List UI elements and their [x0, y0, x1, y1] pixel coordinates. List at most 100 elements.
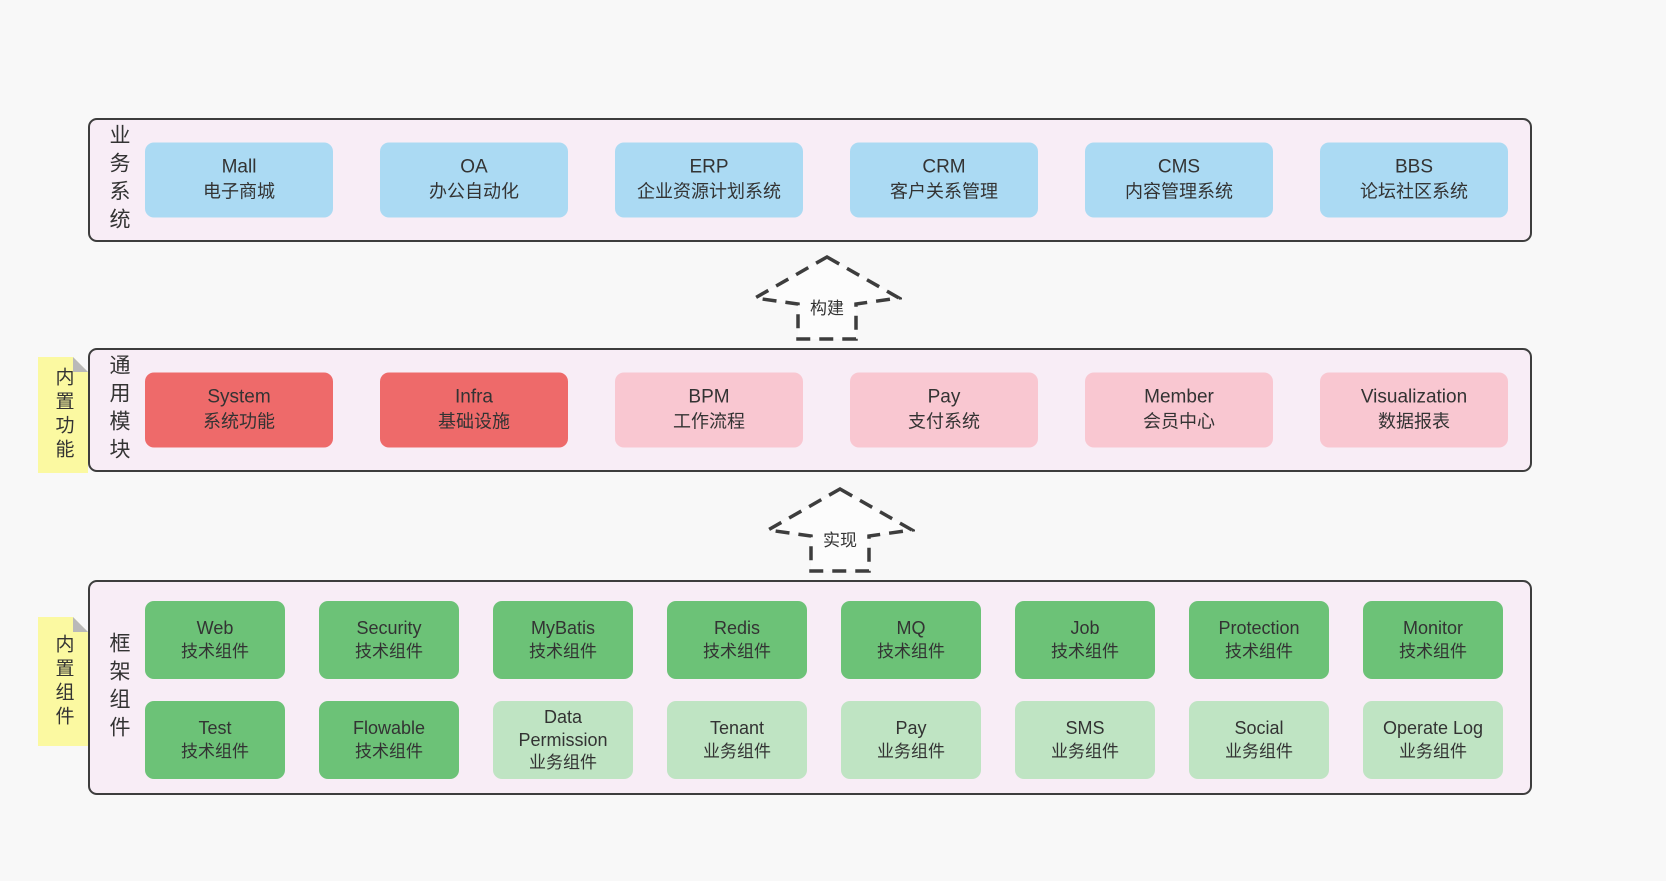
- box-subtitle: 业务组件: [1399, 741, 1467, 761]
- box-member: Member 会员中心: [1085, 372, 1273, 448]
- box-title: Test: [198, 718, 232, 739]
- box-web: Web 技术组件: [145, 601, 285, 679]
- components-box-grid: Web 技术组件 Security 技术组件 MyBatis 技术组件 Redi…: [145, 601, 1503, 779]
- box-redis: Redis 技术组件: [667, 601, 807, 679]
- implement-arrow: 实现: [765, 486, 915, 574]
- box-subtitle: 技术组件: [529, 641, 597, 661]
- box-title: MQ: [896, 618, 926, 639]
- box-title: OA: [460, 156, 488, 178]
- box-title: Web: [196, 618, 234, 639]
- box-title: Monitor: [1402, 618, 1464, 639]
- box-subtitle: 电子商城: [203, 181, 275, 202]
- box-subtitle: 技术组件: [181, 641, 249, 661]
- modules-box-grid: System 系统功能 Infra 基础设施 BPM 工作流程 Pay 支付系统…: [145, 372, 1508, 448]
- box-title: Social: [1234, 718, 1284, 739]
- box-title: Visualization: [1360, 386, 1468, 408]
- box-monitor: Monitor 技术组件: [1363, 601, 1503, 679]
- box-title: Flowable: [352, 718, 426, 739]
- box-subtitle: 技术组件: [1225, 641, 1293, 661]
- box-title: BBS: [1394, 156, 1434, 178]
- band-label-business: 业务系统: [107, 124, 130, 236]
- box-title: Protection: [1218, 618, 1300, 639]
- box-subtitle: 技术组件: [703, 641, 771, 661]
- box-title: MyBatis: [530, 618, 595, 639]
- box-title: Job: [1070, 618, 1100, 639]
- box-social: Social 业务组件: [1189, 701, 1329, 779]
- band-label-modules: 通用模块: [107, 354, 130, 466]
- box-subtitle: 业务组件: [1051, 741, 1119, 761]
- box-mall: Mall 电子商城: [145, 142, 333, 218]
- box-subtitle: 企业资源计划系统: [637, 181, 781, 202]
- box-subtitle: 客户关系管理: [890, 181, 998, 202]
- box-infra: Infra 基础设施: [380, 372, 568, 448]
- box-system: System 系统功能: [145, 372, 333, 448]
- box-title: Redis: [713, 618, 761, 639]
- sticky-label: 内置功能: [52, 367, 74, 463]
- up-arrow-icon: 构建: [752, 254, 902, 341]
- band-label-components: 框架组件: [107, 631, 130, 744]
- box-pay-component: Pay 业务组件: [841, 701, 981, 779]
- box-data-permission: Data Permission 业务组件: [493, 701, 633, 779]
- box-oa: OA 办公自动化: [380, 142, 568, 218]
- box-title: Tenant: [709, 718, 765, 739]
- box-subtitle: 技术组件: [355, 741, 423, 761]
- box-subtitle: 技术组件: [1399, 641, 1467, 661]
- box-title: Member: [1144, 386, 1214, 408]
- box-subtitle: 基础设施: [438, 411, 510, 432]
- box-title: Mall: [221, 156, 257, 178]
- box-subtitle: 数据报表: [1378, 411, 1450, 432]
- box-title: ERP: [689, 156, 729, 178]
- box-title: Operate Log: [1382, 718, 1484, 739]
- box-subtitle: 会员中心: [1143, 411, 1215, 432]
- box-mq: MQ 技术组件: [841, 601, 981, 679]
- box-test: Test 技术组件: [145, 701, 285, 779]
- box-mybatis: MyBatis 技术组件: [493, 601, 633, 679]
- box-subtitle: 技术组件: [1051, 641, 1119, 661]
- business-box-grid: Mall 电子商城 OA 办公自动化 ERP 企业资源计划系统 CRM 客户关系…: [145, 142, 1508, 218]
- box-visualization: Visualization 数据报表: [1320, 372, 1508, 448]
- box-bpm: BPM 工作流程: [615, 372, 803, 448]
- box-job: Job 技术组件: [1015, 601, 1155, 679]
- framework-components-band: 框架组件 Web 技术组件 Security 技术组件 MyBatis 技术组件…: [88, 580, 1532, 795]
- business-systems-band: 业务系统 Mall 电子商城 OA 办公自动化 ERP 企业资源计划系统 CRM…: [88, 118, 1532, 242]
- arrow-label: 实现: [823, 531, 857, 550]
- box-subtitle: 论坛社区系统: [1360, 181, 1468, 202]
- box-subtitle: 支付系统: [908, 411, 980, 432]
- box-subtitle: 业务组件: [1225, 741, 1293, 761]
- box-crm: CRM 客户关系管理: [850, 142, 1038, 218]
- box-flowable: Flowable 技术组件: [319, 701, 459, 779]
- up-arrow-icon: 实现: [765, 486, 915, 573]
- box-subtitle: 工作流程: [673, 411, 745, 432]
- sticky-note-builtin-features: 内置功能: [38, 357, 88, 473]
- components-row-2: Test 技术组件 Flowable 技术组件 Data Permission …: [145, 701, 1503, 779]
- box-title: SMS: [1065, 718, 1105, 739]
- arrow-label: 构建: [810, 299, 844, 318]
- common-modules-band: 通用模块 System 系统功能 Infra 基础设施 BPM 工作流程 Pay…: [88, 348, 1532, 472]
- box-tenant: Tenant 业务组件: [667, 701, 807, 779]
- box-bbs: BBS 论坛社区系统: [1320, 142, 1508, 218]
- box-erp: ERP 企业资源计划系统: [615, 142, 803, 218]
- box-subtitle: 办公自动化: [429, 181, 519, 202]
- build-arrow: 构建: [752, 254, 902, 342]
- components-row-1: Web 技术组件 Security 技术组件 MyBatis 技术组件 Redi…: [145, 601, 1503, 679]
- box-subtitle: 技术组件: [181, 741, 249, 761]
- box-subtitle: 业务组件: [703, 741, 771, 761]
- box-subtitle: 内容管理系统: [1125, 181, 1233, 202]
- box-title: Pay: [895, 718, 927, 739]
- box-cms: CMS 内容管理系统: [1085, 142, 1273, 218]
- box-title: Infra: [454, 386, 494, 408]
- box-title: BPM: [688, 386, 730, 408]
- box-subtitle: 技术组件: [877, 641, 945, 661]
- box-title: System: [207, 386, 271, 408]
- box-subtitle: 业务组件: [529, 753, 597, 773]
- box-title: CMS: [1157, 156, 1201, 178]
- box-subtitle: 系统功能: [203, 411, 275, 432]
- box-title: Security: [356, 618, 422, 639]
- box-title: CRM: [922, 156, 966, 178]
- box-subtitle: 业务组件: [877, 741, 945, 761]
- box-operate-log: Operate Log 业务组件: [1363, 701, 1503, 779]
- sticky-note-builtin-components: 内置组件: [38, 617, 88, 746]
- box-security: Security 技术组件: [319, 601, 459, 679]
- box-title: Pay: [927, 386, 961, 408]
